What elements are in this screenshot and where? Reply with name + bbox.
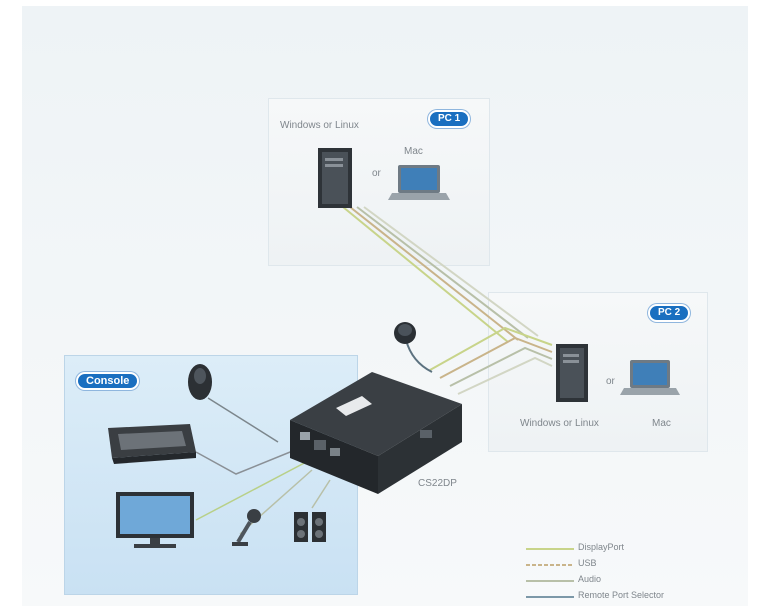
legend-swatch-displayport [526,548,574,550]
pc1-cables [342,206,539,343]
mouse-icon [188,364,212,400]
pc2-badge: PC 2 [648,304,691,322]
pc2-os-label: Windows or Linux [520,418,599,429]
legend-label-displayport: DisplayPort [578,542,625,552]
pc1-or-label: or [372,168,381,179]
legend-swatch-usb [526,564,574,566]
legend-swatch-audio [526,580,574,582]
legend-label-remote-port-selector: Remote Port Selector [578,590,665,600]
console-cables [195,397,331,535]
device-label: CS22DP [418,478,457,489]
keyboard-icon [108,424,196,464]
pc1-mac-label: Mac [404,146,423,157]
legend-label-usb: USB [578,558,597,568]
pc1-laptop-icon [388,165,450,200]
remote-selector-cable [405,339,433,373]
pc1-badge: PC 1 [428,110,471,128]
speakers-icon [294,512,326,542]
legend-label-audio: Audio [578,574,602,584]
pc2-or-label: or [606,376,615,387]
pc1-os-label: Windows or Linux [280,120,359,131]
console-panel [64,355,358,595]
monitor-icon [116,492,194,548]
pc2-cables [429,326,553,395]
pc2-laptop-icon [620,360,680,395]
pc2-tower-icon [556,344,588,402]
kvm-switch-icon [290,372,462,494]
pc2-mac-label: Mac [652,418,671,429]
pc1-tower-icon [318,148,352,208]
remote-port-selector-icon [394,322,416,344]
microphone-icon [232,509,261,546]
console-badge: Console [76,372,140,390]
legend-swatch-remote-port-selector [526,596,574,598]
